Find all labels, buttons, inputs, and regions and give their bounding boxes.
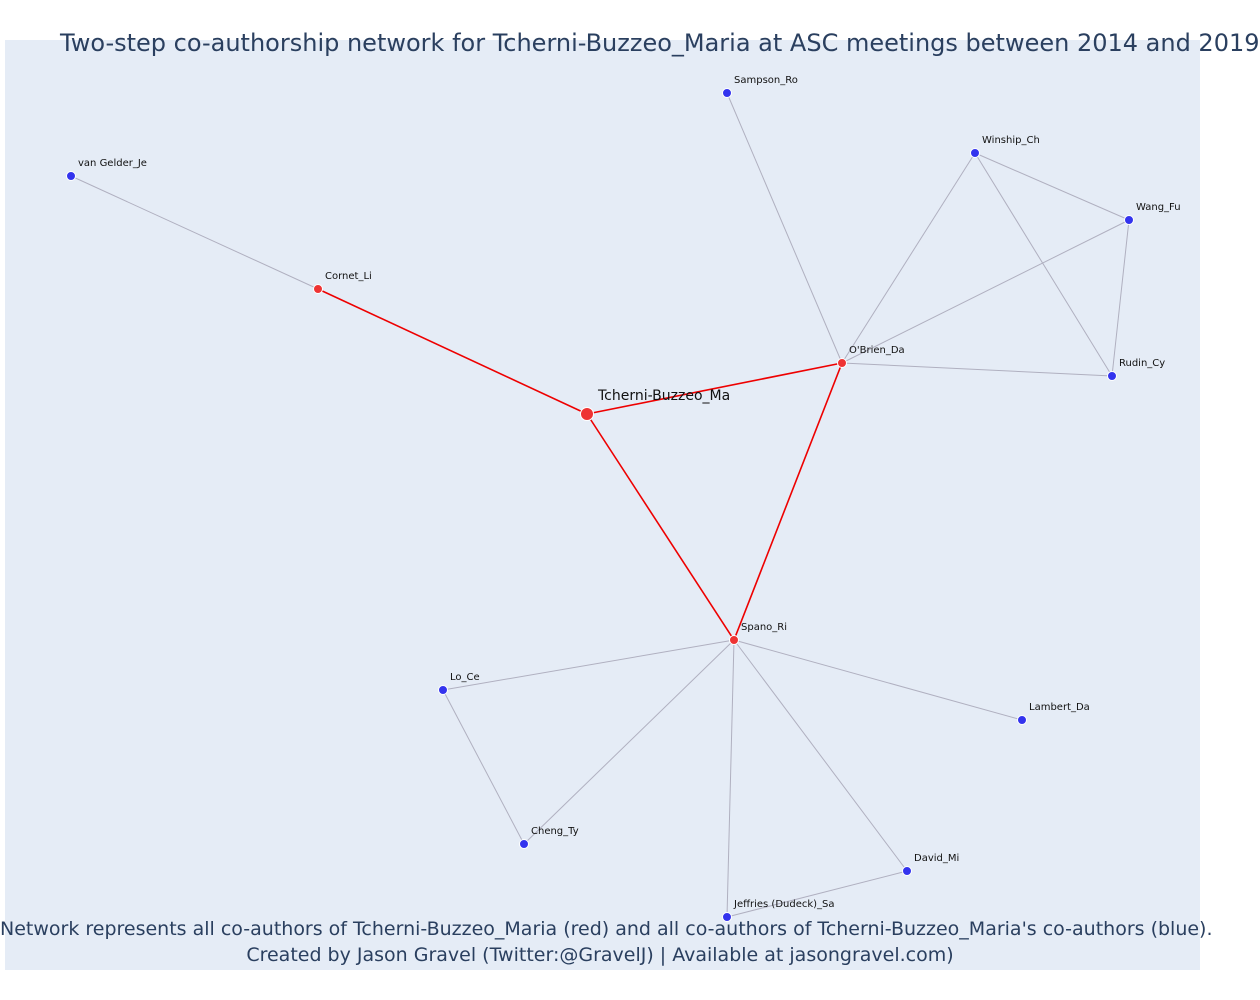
edge-david-mi-jeffries-dudeck-sa <box>726 870 908 918</box>
edge-tcherni-buzzeo-ma-o-brien-da <box>586 362 843 415</box>
edge-o-brien-da-wang-fu <box>841 219 1130 364</box>
node-label-lambert-da: Lambert_Da <box>1029 702 1090 713</box>
edge-winship-ch-wang-fu <box>974 152 1130 221</box>
caption-line-2: Created by Jason Gravel (Twitter:@Gravel… <box>246 944 954 966</box>
edge-lo-ce-cheng-ty <box>442 689 525 845</box>
node-lo-ce[interactable] <box>438 685 448 695</box>
node-label-rudin-cy: Rudin_Cy <box>1119 358 1165 369</box>
edge-o-brien-da-spano-ri <box>733 362 843 641</box>
label-layer: Tcherni-Buzzeo_Ma Cornet_LiO'Brien_DaSpan… <box>78 75 1181 910</box>
edge-spano-ri-jeffries-dudeck-sa <box>726 639 735 918</box>
node-van-gelder-je[interactable] <box>66 171 76 181</box>
node-o-brien-da[interactable] <box>837 358 847 368</box>
edge-winship-ch-rudin-cy <box>974 152 1113 377</box>
node-lambert-da[interactable] <box>1017 715 1027 725</box>
edge-o-brien-da-sampson-ro <box>726 92 843 364</box>
node-rudin-cy[interactable] <box>1107 371 1117 381</box>
node-label-winship-ch: Winship_Ch <box>982 135 1040 146</box>
edge-tcherni-buzzeo-ma-cornet-li <box>317 288 588 415</box>
node-label-david-mi: David_Mi <box>914 853 959 864</box>
node-label-lo-ce: Lo_Ce <box>450 672 480 683</box>
node-label-o-brien-da: O'Brien_Da <box>849 345 905 356</box>
node-cheng-ty[interactable] <box>519 839 529 849</box>
edge-spano-ri-lambert-da <box>733 639 1023 721</box>
edge-layer <box>70 92 1130 918</box>
node-david-mi[interactable] <box>902 866 912 876</box>
edge-spano-ri-cheng-ty <box>523 639 735 845</box>
edge-spano-ri-david-mi <box>733 639 908 872</box>
node-label-wang-fu: Wang_Fu <box>1136 202 1181 213</box>
node-label-cornet-li: Cornet_Li <box>325 271 372 282</box>
edge-o-brien-da-winship-ch <box>841 152 976 364</box>
node-label-spano-ri: Spano_Ri <box>741 622 787 633</box>
edge-tcherni-buzzeo-ma-spano-ri <box>586 413 735 641</box>
edge-wang-fu-rudin-cy <box>1111 219 1130 377</box>
node-wang-fu[interactable] <box>1124 215 1134 225</box>
edge-cornet-li-van-gelder-je <box>70 175 319 290</box>
chart-title: Two-step co-authorship network for Tcher… <box>60 29 1260 57</box>
node-label-tcherni-buzzeo-ma: Tcherni-Buzzeo_Ma <box>597 388 730 404</box>
node-tcherni-buzzeo-ma[interactable] <box>580 407 594 421</box>
node-jeffries-dudeck-sa[interactable] <box>722 912 732 922</box>
node-winship-ch[interactable] <box>970 148 980 158</box>
node-spano-ri[interactable] <box>729 635 739 645</box>
node-layer <box>66 88 1134 922</box>
node-label-jeffries-dudeck-sa: Jeffries (Dudeck)_Sa <box>733 899 835 910</box>
edge-spano-ri-lo-ce <box>442 639 735 691</box>
edge-o-brien-da-rudin-cy <box>841 362 1113 377</box>
node-sampson-ro[interactable] <box>722 88 732 98</box>
node-label-van-gelder-je: van Gelder_Je <box>78 158 147 169</box>
node-cornet-li[interactable] <box>313 284 323 294</box>
network-diagram: Tcherni-Buzzeo_Ma Cornet_LiO'Brien_DaSpan… <box>66 75 1181 922</box>
node-label-sampson-ro: Sampson_Ro <box>734 75 798 86</box>
caption-line-1: Network represents all co-authors of Tch… <box>0 918 1213 940</box>
node-label-cheng-ty: Cheng_Ty <box>531 826 579 837</box>
